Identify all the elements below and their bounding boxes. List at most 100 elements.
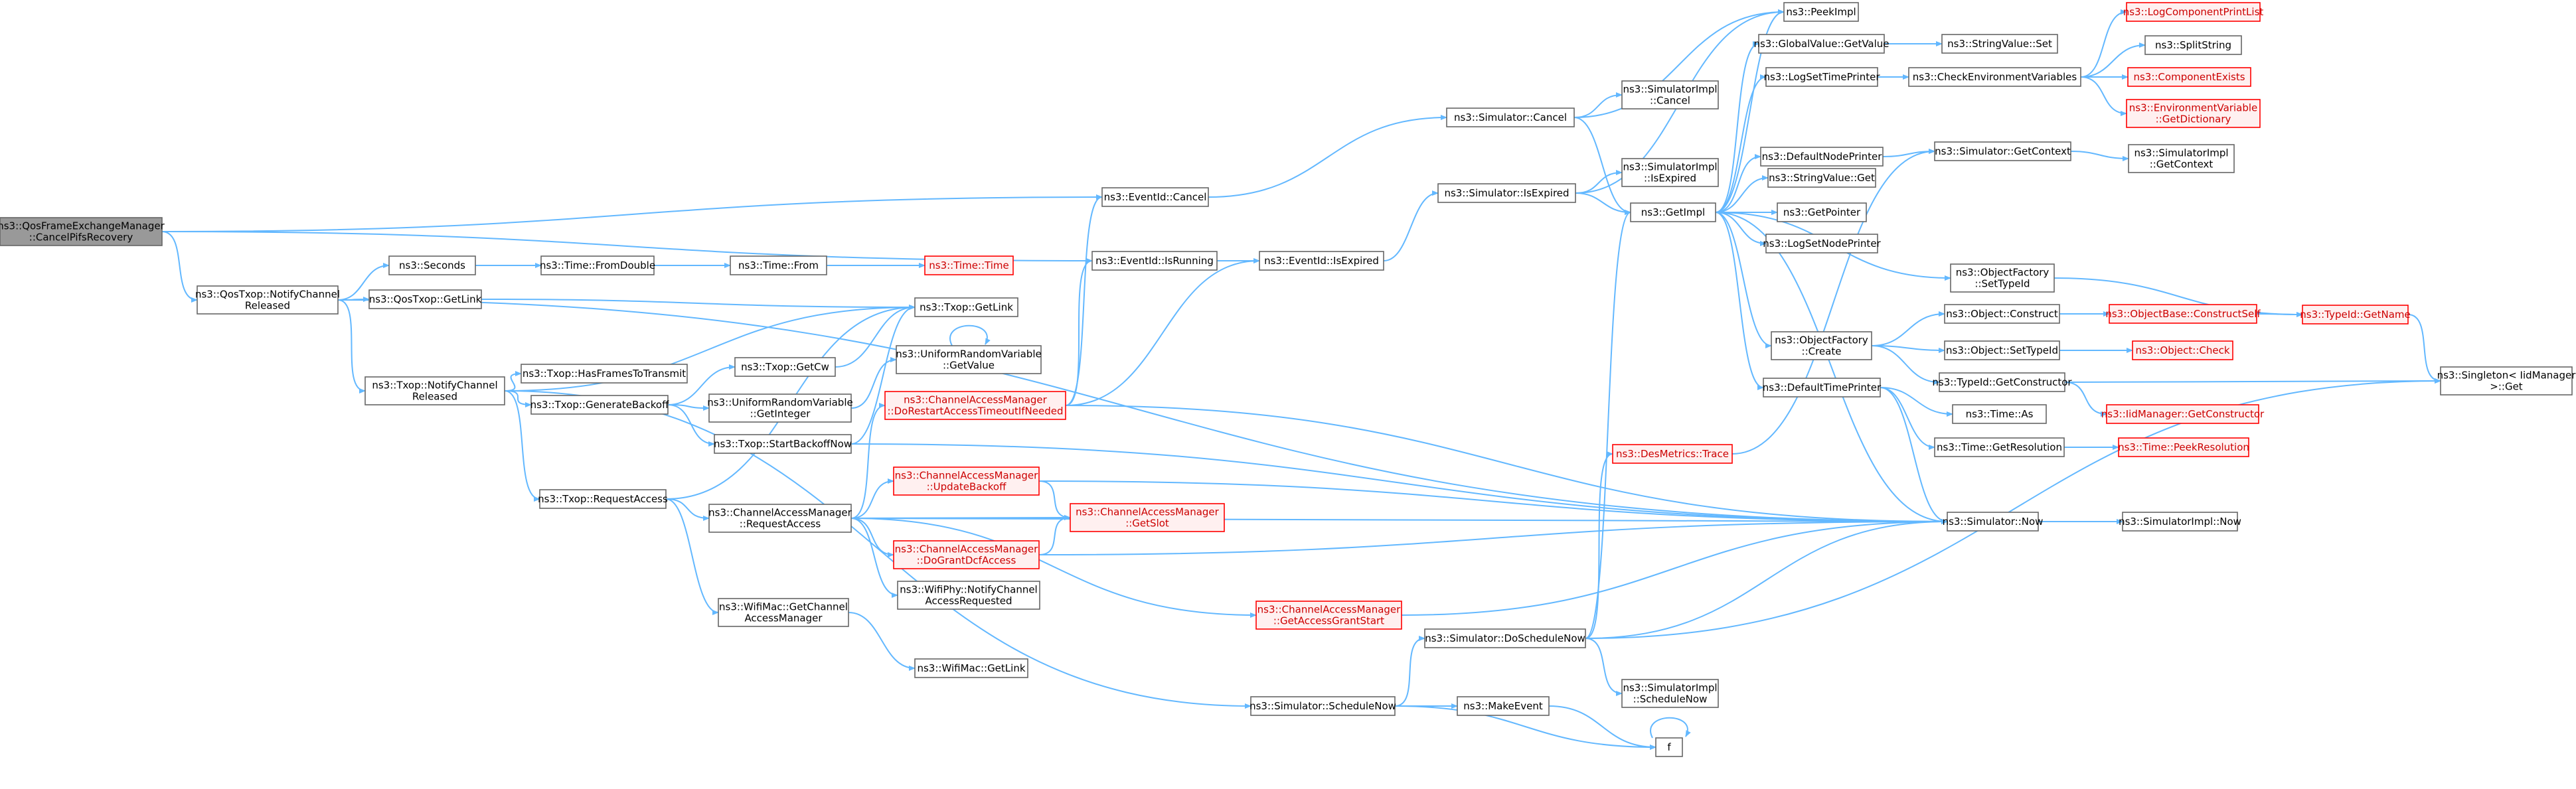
- node-defTimePrinter[interactable]: ns3::DefaultTimePrinter: [1763, 378, 1882, 397]
- node-simImplGetContext[interactable]: ns3::SimulatorImpl::GetContext: [2128, 144, 2235, 173]
- node-label: ::IsExpired: [1644, 173, 1696, 184]
- node-urvGetInt[interactable]: ns3::UniformRandomVariable::GetInteger: [707, 394, 853, 423]
- node-evIsExpired[interactable]: ns3::EventId::IsExpired: [1259, 251, 1384, 271]
- node-simNow[interactable]: ns3::Simulator::Now: [1943, 512, 2044, 532]
- node-label: ns3::MakeEvent: [1463, 700, 1543, 712]
- node-timePeekRes[interactable]: ns3::Time::PeekResolution: [2118, 437, 2249, 457]
- node-camGetSlot[interactable]: ns3::ChannelAccessManager::GetSlot: [1070, 503, 1225, 532]
- edge-simSchedNow-to-simDoSchedNow: [1394, 636, 1425, 707]
- node-objCheck[interactable]: ns3::Object::Check: [2132, 340, 2233, 360]
- node-simDoSchedNow[interactable]: ns3::Simulator::DoScheduleNow: [1424, 628, 1586, 648]
- edge-checkEnv-to-logCompList: [2080, 9, 2127, 78]
- node-simImplIsExpired[interactable]: ns3::SimulatorImpl::IsExpired: [1621, 158, 1719, 187]
- node-objBaseConstruct[interactable]: ns3::ObjectBase::ConstructSelf: [2105, 304, 2261, 324]
- node-box: [1939, 372, 2065, 392]
- node-simImplNow[interactable]: ns3::SimulatorImpl::Now: [2119, 512, 2241, 532]
- node-label: ns3::ChannelAccessManager: [1257, 604, 1401, 616]
- node-simGetContext[interactable]: ns3::Simulator::GetContext: [1934, 141, 2071, 161]
- edge-getImpl-to-gvGetValue: [1715, 41, 1759, 213]
- node-defNodePrinter[interactable]: ns3::DefaultNodePrinter: [1760, 147, 1884, 167]
- edge-evIsExpired-to-simIsExpired: [1383, 190, 1439, 261]
- node-hasFrames[interactable]: ns3::Txop::HasFramesToTransmit: [521, 364, 688, 384]
- node-txopGetLink[interactable]: ns3::Txop::GetLink: [914, 297, 1018, 317]
- node-typeIdGetCtor[interactable]: ns3::TypeId::GetConstructor: [1932, 372, 2072, 392]
- node-timeTime[interactable]: ns3::Time::Time: [924, 255, 1014, 275]
- edge-camDoGrant-to-camGetSlot: [1038, 515, 1071, 555]
- node-label: ::GetSlot: [1125, 518, 1169, 530]
- node-splitString[interactable]: ns3::SplitString: [2144, 35, 2242, 55]
- edge-camUpdBackoff-to-camGetSlot: [1038, 480, 1071, 520]
- node-singletonGet[interactable]: ns3::Singleton< IidManager>::Get: [2437, 366, 2576, 395]
- node-label: ns3::LogSetTimePrinter: [1763, 71, 1880, 83]
- node-envGetDict[interactable]: ns3::EnvironmentVariable::GetDictionary: [2126, 99, 2261, 128]
- node-objConstruct[interactable]: ns3::Object::Construct: [1944, 304, 2060, 324]
- node-evIsRunning[interactable]: ns3::EventId::IsRunning: [1091, 251, 1218, 271]
- node-makeEvent[interactable]: ns3::MakeEvent: [1457, 696, 1550, 716]
- node-startBackoff[interactable]: ns3::Txop::StartBackoffNow: [714, 434, 852, 454]
- node-camDoGrant[interactable]: ns3::ChannelAccessManager::DoGrantDcfAcc…: [893, 540, 1040, 569]
- node-label: ::GetDictionary: [2156, 113, 2231, 125]
- node-iidGetCtor[interactable]: ns3::IidManager::GetConstructor: [2101, 404, 2265, 424]
- node-svSet[interactable]: ns3::StringValue::Set: [1941, 34, 2058, 54]
- node-label: f: [1667, 741, 1671, 753]
- node-checkEnv[interactable]: ns3::CheckEnvironmentVariables: [1908, 67, 2081, 87]
- edge-defTimePrinter-to-timeGetRes: [1880, 387, 1935, 450]
- node-svGet[interactable]: ns3::StringValue::Get: [1767, 168, 1876, 188]
- node-simImplCancel[interactable]: ns3::SimulatorImpl::Cancel: [1621, 80, 1719, 109]
- node-box: [1771, 331, 1872, 360]
- node-root[interactable]: ns3::QosFrameExchangeManager::CancelPifs…: [0, 217, 165, 246]
- node-urvGetValue[interactable]: ns3::UniformRandomVariable::GetValue: [896, 345, 1042, 374]
- node-objSetTypeId[interactable]: ns3::Object::SetTypeId: [1944, 340, 2060, 360]
- node-seconds[interactable]: ns3::Seconds: [388, 255, 476, 275]
- node-getImpl[interactable]: ns3::GetImpl: [1630, 202, 1716, 222]
- node-simCancel[interactable]: ns3::Simulator::Cancel: [1446, 108, 1575, 127]
- node-logSetNode[interactable]: ns3::LogSetNodePrinter: [1763, 234, 1882, 253]
- node-label: ::DoGrantDcfAccess: [917, 555, 1016, 567]
- node-evCancel[interactable]: ns3::EventId::Cancel: [1101, 187, 1209, 207]
- edge-txopNotify-to-genBackoff: [504, 390, 532, 407]
- node-simIsExpired[interactable]: ns3::Simulator::IsExpired: [1437, 183, 1576, 203]
- node-simSchedNow[interactable]: ns3::Simulator::ScheduleNow: [1249, 696, 1396, 716]
- node-getCw[interactable]: ns3::Txop::GetCw: [734, 357, 836, 377]
- node-label: ns3::TypeId::GetName: [2300, 309, 2410, 321]
- edge-qosNotify-to-seconds: [337, 263, 390, 301]
- node-compExists[interactable]: ns3::ComponentExists: [2127, 67, 2251, 87]
- node-camGetGrant[interactable]: ns3::ChannelAccessManager::GetAccessGran…: [1255, 601, 1402, 630]
- node-peekImpl[interactable]: ns3::PeekImpl: [1783, 2, 1859, 22]
- edge-simIsExpired-to-simImplIsExpired: [1575, 170, 1623, 194]
- node-ofCreate[interactable]: ns3::ObjectFactory::Create: [1771, 331, 1872, 360]
- node-box: [714, 434, 852, 454]
- node-genBackoff[interactable]: ns3::Txop::GenerateBackoff: [530, 395, 669, 415]
- node-timeGetRes[interactable]: ns3::Time::GetResolution: [1934, 437, 2065, 457]
- node-typeIdGetName[interactable]: ns3::TypeId::GetName: [2300, 305, 2411, 324]
- node-label: ::CancelPifsRecovery: [29, 232, 133, 244]
- node-gvGetValue[interactable]: ns3::GlobalValue::GetValue: [1753, 34, 1890, 54]
- node-box: [914, 658, 1028, 678]
- node-camDoRestart[interactable]: ns3::ChannelAccessManager::DoRestartAcce…: [884, 391, 1066, 420]
- node-wmGetLink[interactable]: ns3::WifiMac::GetLink: [914, 658, 1028, 678]
- node-logCompList[interactable]: ns3::LogComponentPrintList: [2123, 2, 2264, 22]
- node-reqAccess[interactable]: ns3::Txop::RequestAccess: [538, 489, 668, 509]
- node-timeAs[interactable]: ns3::Time::As: [1952, 404, 2047, 424]
- edge-getImpl-to-logSetNode: [1715, 212, 1767, 246]
- node-simImplSchedNow[interactable]: ns3::SimulatorImpl::ScheduleNow: [1621, 679, 1719, 708]
- node-phyNotify[interactable]: ns3::WifiPhy::NotifyChannelAccessRequest…: [897, 581, 1040, 610]
- node-label: ns3::DefaultNodePrinter: [1762, 151, 1883, 163]
- node-timeFrom[interactable]: ns3::Time::From: [730, 255, 827, 275]
- node-f[interactable]: f: [1655, 737, 1683, 757]
- node-getPointer[interactable]: ns3::GetPointer: [1777, 202, 1867, 222]
- node-ofSetTypeId[interactable]: ns3::ObjectFactory::SetTypeId: [1950, 263, 2055, 293]
- node-box: [1777, 202, 1867, 222]
- node-camReqAccess[interactable]: ns3::ChannelAccessManager::RequestAccess: [708, 504, 852, 533]
- node-camUpdBackoff[interactable]: ns3::ChannelAccessManager::UpdateBackoff: [893, 466, 1040, 496]
- node-desTrace[interactable]: ns3::DesMetrics::Trace: [1612, 444, 1733, 464]
- node-logSetTime[interactable]: ns3::LogSetTimePrinter: [1763, 67, 1880, 87]
- node-box: [2302, 305, 2409, 324]
- edge-getImpl-to-logSetTime: [1715, 74, 1767, 213]
- node-box: [1765, 67, 1878, 87]
- node-qosGetLink[interactable]: ns3::QosTxop::GetLink: [368, 289, 482, 309]
- node-fromDouble[interactable]: ns3::Time::FromDouble: [540, 255, 655, 275]
